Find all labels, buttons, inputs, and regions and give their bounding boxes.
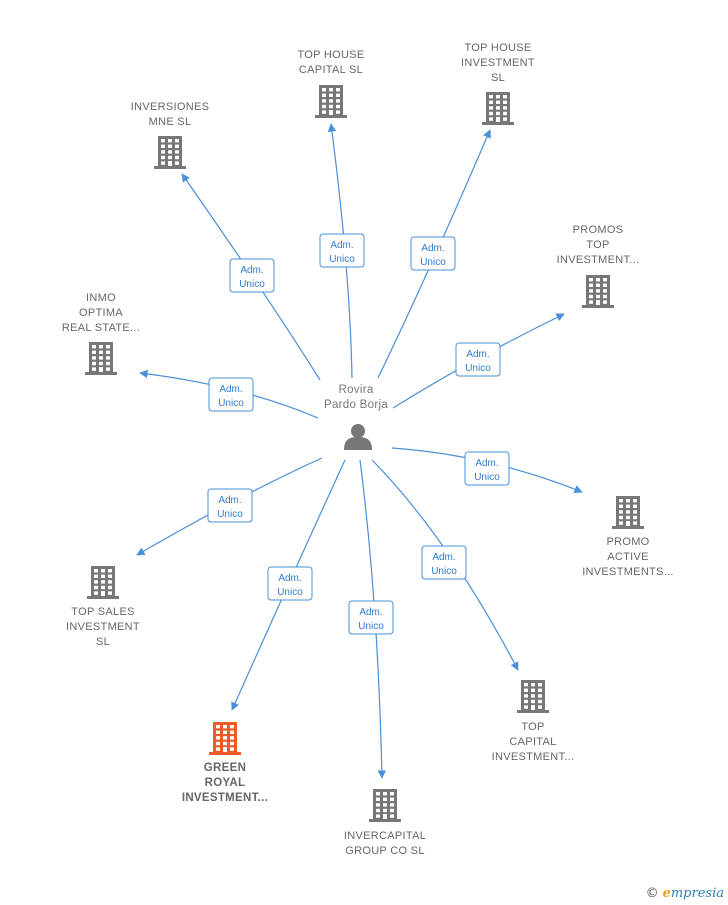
company-name-line: PROMO bbox=[606, 536, 649, 548]
role-label-line-2: Unico bbox=[358, 621, 384, 632]
edge-inversiones-mne: Adm. Unico bbox=[181, 173, 321, 381]
company-name-line: REAL STATE... bbox=[62, 322, 140, 334]
company-node-promos-top-investment[interactable]: PROMOS TOP INVESTMENT... bbox=[557, 224, 640, 308]
company-name-line: TOP HOUSE bbox=[464, 42, 531, 54]
role-label-line-1: Adm. bbox=[218, 495, 241, 506]
company-name-line: INVESTMENT... bbox=[492, 751, 575, 763]
company-name-line: INMO bbox=[86, 292, 116, 304]
company-name-line: GREEN bbox=[204, 762, 246, 774]
company-name-line: INVERSIONES bbox=[131, 101, 210, 113]
building-icon bbox=[85, 342, 117, 375]
person-icon bbox=[344, 424, 372, 450]
company-name-line: ROYAL bbox=[205, 777, 246, 789]
building-icon bbox=[582, 275, 614, 308]
company-node-top-house-capital[interactable]: TOP HOUSE CAPITAL SL bbox=[297, 49, 364, 118]
brand-name: mpresia bbox=[670, 886, 724, 901]
company-name-line: CAPITAL bbox=[509, 736, 556, 748]
edge-top-house-investment: Adm. Unico bbox=[377, 129, 491, 379]
company-name-line: INVESTMENTS... bbox=[582, 566, 674, 578]
company-name-line: SL bbox=[96, 636, 110, 648]
company-name-line: INVESTMENT... bbox=[182, 792, 268, 804]
building-icon bbox=[517, 680, 549, 713]
role-label-line-1: Adm. bbox=[432, 552, 455, 563]
building-icon bbox=[154, 136, 186, 169]
company-name-line: INVESTMENT bbox=[66, 621, 140, 633]
company-name-line: SL bbox=[491, 72, 505, 84]
company-name-line: GROUP CO SL bbox=[345, 845, 425, 857]
building-icon bbox=[612, 496, 644, 529]
role-badge[interactable]: Adm. Unico bbox=[410, 236, 456, 271]
edge-top-capital: Adm. Unico bbox=[371, 459, 519, 671]
role-label-line-2: Unico bbox=[277, 587, 303, 598]
role-label-line-1: Adm. bbox=[240, 265, 263, 276]
building-icon bbox=[315, 85, 347, 118]
role-label-line-1: Adm. bbox=[421, 243, 444, 254]
role-label-line-2: Unico bbox=[218, 398, 244, 409]
role-badge[interactable]: Adm. Unico bbox=[207, 488, 253, 523]
role-badge[interactable]: Adm. Unico bbox=[267, 566, 313, 601]
edges: Adm.UnicoAdm.UnicoAdm.UnicoAdm.UnicoAdm.… bbox=[136, 123, 583, 779]
role-badge[interactable]: Adm. Unico bbox=[455, 342, 501, 377]
role-label-line-1: Adm. bbox=[475, 458, 498, 469]
building-icon bbox=[369, 789, 401, 822]
company-name-line: INVERCAPITAL bbox=[344, 830, 426, 842]
building-icon bbox=[209, 722, 241, 755]
company-name-line: INVESTMENT bbox=[461, 57, 535, 69]
company-name-line: TOP SALES bbox=[71, 606, 134, 618]
company-name-line: PROMOS bbox=[573, 224, 624, 236]
role-badge[interactable]: Adm. Unico bbox=[319, 233, 365, 268]
building-icon bbox=[87, 566, 119, 599]
role-label-line-1: Adm. bbox=[219, 384, 242, 395]
edge-top-sales: Adm. Unico bbox=[136, 457, 323, 556]
company-name-line: TOP HOUSE bbox=[297, 49, 364, 61]
role-badge[interactable]: Adm. Unico bbox=[348, 600, 394, 635]
edge-promos-top-investment: Adm. Unico bbox=[392, 313, 565, 409]
company-name-line: INVESTMENT... bbox=[557, 254, 640, 266]
company-node-top-sales[interactable]: TOP SALES INVESTMENT SL bbox=[66, 566, 140, 648]
brand-logo: ©empresia bbox=[646, 886, 724, 901]
edge-green-royal: Adm. Unico bbox=[231, 459, 346, 711]
company-name-line: OPTIMA bbox=[79, 307, 123, 319]
company-node-inmo-optima[interactable]: INMO OPTIMA REAL STATE... bbox=[62, 292, 140, 375]
copyright-icon: © bbox=[645, 886, 659, 901]
role-label-line-1: Adm. bbox=[278, 573, 301, 584]
role-badge[interactable]: Adm. Unico bbox=[208, 377, 254, 412]
company-name-line: ACTIVE bbox=[607, 551, 649, 563]
edge-invercapital: Adm. Unico bbox=[348, 459, 394, 779]
company-node-green-royal[interactable]: GREEN ROYAL INVESTMENT... bbox=[182, 722, 268, 804]
company-name-line: TOP bbox=[521, 721, 544, 733]
edge-top-house-capital: Adm. Unico bbox=[319, 123, 365, 379]
role-label-line-2: Unico bbox=[474, 472, 500, 483]
company-node-invercapital[interactable]: INVERCAPITAL GROUP CO SL bbox=[344, 789, 426, 857]
brand-initial: e bbox=[662, 886, 671, 901]
company-name-line: CAPITAL SL bbox=[299, 64, 363, 76]
center-person[interactable]: Rovira Pardo Borja bbox=[324, 384, 388, 450]
role-label-line-2: Unico bbox=[431, 566, 457, 577]
edge-inmo-optima: Adm. Unico bbox=[139, 369, 319, 419]
role-label-line-1: Adm. bbox=[359, 607, 382, 618]
role-label-line-2: Unico bbox=[420, 257, 446, 268]
role-label-line-2: Unico bbox=[217, 509, 243, 520]
role-label-line-1: Adm. bbox=[330, 240, 353, 251]
company-node-inversiones-mne[interactable]: INVERSIONES MNE SL bbox=[131, 101, 210, 169]
edge-promo-active: Adm. Unico bbox=[391, 447, 583, 494]
role-badge[interactable]: Adm. Unico bbox=[229, 258, 275, 293]
company-node-top-house-investment[interactable]: TOP HOUSE INVESTMENT SL bbox=[461, 42, 535, 125]
role-label-line-2: Unico bbox=[239, 279, 265, 290]
center-name-line-2: Pardo Borja bbox=[324, 399, 388, 411]
role-label-line-2: Unico bbox=[465, 363, 491, 374]
company-node-promo-active[interactable]: PROMO ACTIVE INVESTMENTS... bbox=[582, 496, 674, 578]
company-name-line: TOP bbox=[586, 239, 609, 251]
building-icon bbox=[482, 92, 514, 125]
role-label-line-1: Adm. bbox=[466, 349, 489, 360]
role-badge[interactable]: Adm. Unico bbox=[421, 545, 467, 580]
role-badge[interactable]: Adm. Unico bbox=[464, 451, 510, 486]
role-label-line-2: Unico bbox=[329, 254, 355, 265]
company-node-top-capital[interactable]: TOP CAPITAL INVESTMENT... bbox=[492, 680, 575, 763]
company-name-line: MNE SL bbox=[149, 116, 192, 128]
center-name-line-1: Rovira bbox=[338, 384, 373, 396]
